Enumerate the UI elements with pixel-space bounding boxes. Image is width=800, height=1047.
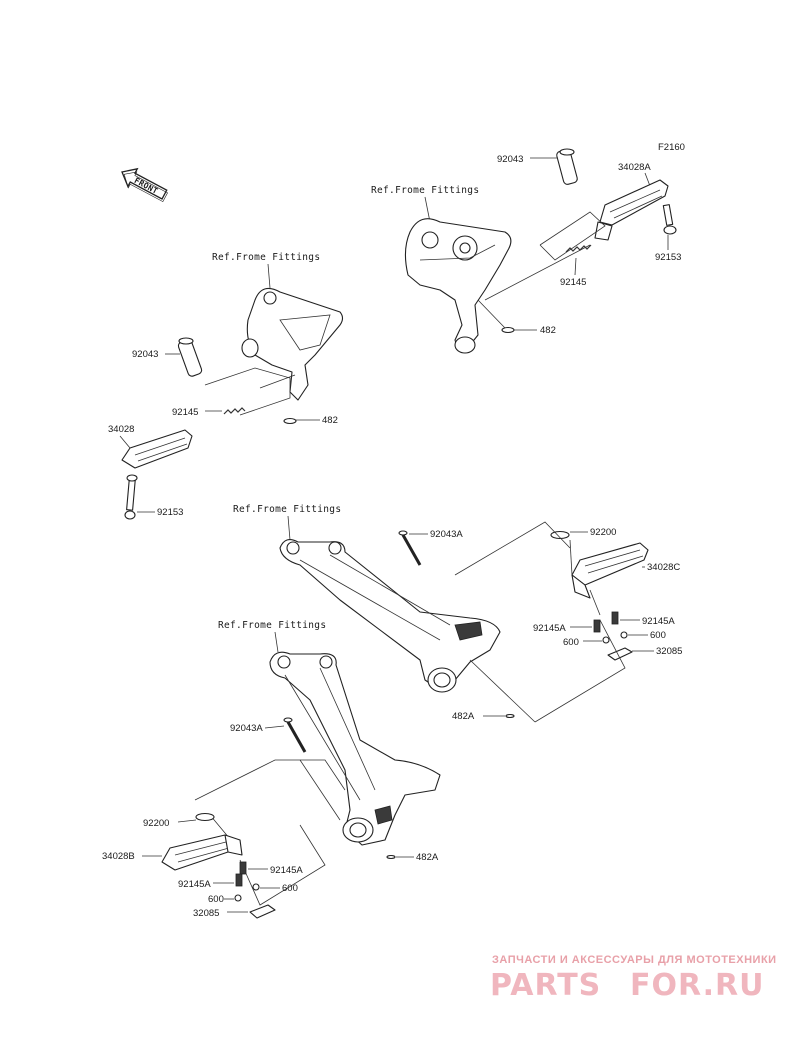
- lower-left-spring-92145A-right: [239, 861, 247, 875]
- watermark: ЗАПЧАСТИ И АКСЕССУАРЫ ДЛЯ МОТОТЕХНИКИ PA…: [490, 954, 777, 1003]
- part-34028C: 34028C: [647, 562, 680, 573]
- part-482-upper-right: 482: [540, 325, 556, 336]
- lower-right-ball-600-right: [620, 631, 628, 639]
- upper-right-clip-482: [501, 326, 515, 334]
- part-92043A-lower-right: 92043A: [430, 529, 463, 540]
- part-32085-lower-left: 32085: [193, 908, 219, 919]
- lower-left-washer-92200: [195, 812, 215, 822]
- footpeg-34028A: [594, 179, 669, 241]
- part-600-lower-right-right: 600: [650, 630, 666, 641]
- footpeg-34028C: [571, 542, 649, 599]
- part-600-lower-left-left: 600: [208, 894, 224, 905]
- lower-left-spring-92145A-left: [235, 873, 243, 887]
- upper-right-bolt-92153: [662, 204, 677, 235]
- lower-right-assembly: Ref.Frome Fittings 92043A 92200 34028C: [233, 504, 682, 723]
- part-92200-lower-left: 92200: [143, 818, 169, 829]
- lower-right-spring-92145A-left: [593, 619, 601, 633]
- part-92145-upper-right: 92145: [560, 277, 586, 288]
- lower-right-ball-600-left: [602, 636, 610, 644]
- lower-right-plate-32085: [607, 647, 633, 661]
- lower-left-bracket: [269, 651, 441, 846]
- upper-left-bolt-92153: [124, 474, 138, 520]
- part-92145A-lower-right-right: 92145A: [642, 616, 675, 627]
- part-92043A-lower-left: 92043A: [230, 723, 263, 734]
- diagram-code: F2160: [658, 142, 685, 153]
- lower-right-bracket: [279, 539, 501, 691]
- part-34028B: 34028B: [102, 851, 135, 862]
- upper-left-bracket: [246, 287, 344, 401]
- watermark-logo-left: PARTS: [490, 968, 601, 1003]
- ref-frame-fittings-lower-left: Ref.Frome Fittings: [218, 620, 326, 631]
- upper-right-pin-92043: [556, 148, 578, 185]
- upper-right-spring-92145: [565, 244, 592, 253]
- upper-left-clip-482: [283, 417, 297, 425]
- upper-left-pin-92043: [177, 337, 203, 377]
- part-482A-lower-right: 482A: [452, 711, 475, 722]
- part-92145A-lower-right-left: 92145A: [533, 623, 566, 634]
- lower-left-pin-92043A: [283, 717, 307, 753]
- lower-right-clip-482A: [505, 713, 515, 719]
- front-direction-arrow-icon: FRONT: [121, 167, 168, 203]
- lower-left-clip-482A: [386, 854, 396, 860]
- part-92200-lower-right: 92200: [590, 527, 616, 538]
- part-92145-upper-left: 92145: [172, 407, 198, 418]
- part-600-lower-left-right: 600: [282, 883, 298, 894]
- lower-right-spring-92145A-right: [611, 611, 619, 625]
- lower-left-ball-600-left: [234, 894, 242, 902]
- part-92043-upper-left: 92043: [132, 349, 158, 360]
- upper-right-assembly: Ref.Frome Fittings 92043 34028A 92153: [371, 148, 681, 354]
- upper-left-assembly: Ref.Frome Fittings 92043 92145 482 34028: [108, 252, 344, 520]
- ref-frame-fittings-upper-right: Ref.Frome Fittings: [371, 185, 479, 196]
- part-34028A: 34028A: [618, 162, 651, 173]
- part-92043-upper-right: 92043: [497, 154, 523, 165]
- part-92145A-lower-left-left: 92145A: [178, 879, 211, 890]
- watermark-logo-right: FOR.RU: [630, 968, 765, 1003]
- part-92153-upper-left: 92153: [157, 507, 183, 518]
- part-600-lower-right-left: 600: [563, 637, 579, 648]
- part-32085-lower-right: 32085: [656, 646, 682, 657]
- lower-left-plate-32085: [249, 904, 276, 919]
- part-92145A-lower-left-right: 92145A: [270, 865, 303, 876]
- upper-left-spring-92145: [223, 407, 246, 415]
- part-482-upper-left: 482: [322, 415, 338, 426]
- lower-left-ball-600-right: [252, 883, 260, 891]
- ref-frame-fittings-upper-left: Ref.Frome Fittings: [212, 252, 320, 263]
- lower-right-pin-92043A: [398, 530, 422, 566]
- part-92153-upper-right: 92153: [655, 252, 681, 263]
- part-34028: 34028: [108, 424, 134, 435]
- watermark-tagline: ЗАПЧАСТИ И АКСЕССУАРЫ ДЛЯ МОТОТЕХНИКИ: [492, 954, 777, 966]
- footpeg-34028B: [161, 834, 243, 871]
- ref-frame-fittings-lower-right: Ref.Frome Fittings: [233, 504, 341, 515]
- part-482A-lower-left: 482A: [416, 852, 439, 863]
- upper-right-bracket: [404, 218, 512, 351]
- lower-left-assembly: Ref.Frome Fittings 92043A 92200 3: [102, 620, 441, 919]
- footpeg-34028: [121, 429, 193, 469]
